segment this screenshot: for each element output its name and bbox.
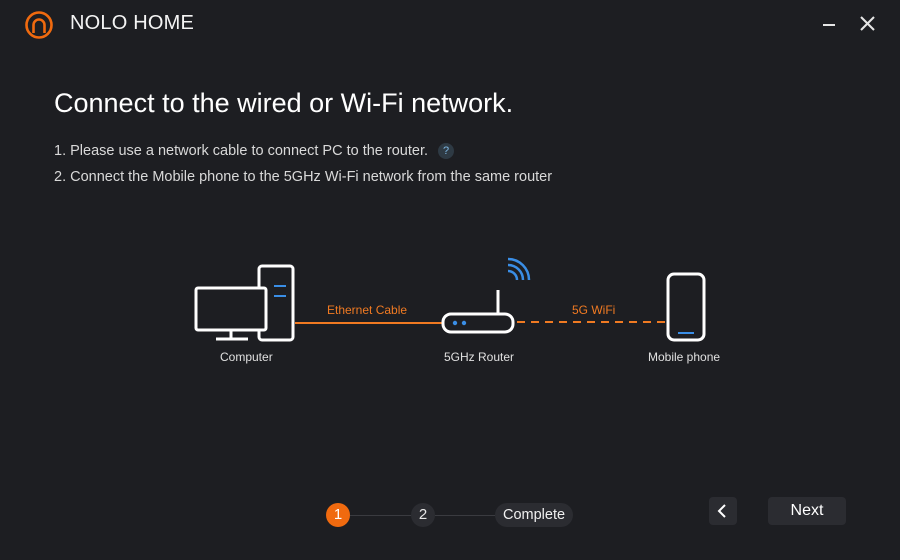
instruction-step-2: 2. Connect the Mobile phone to the 5GHz … xyxy=(54,169,552,185)
step-complete-indicator: Complete xyxy=(495,503,574,527)
wifi-label: 5G WiFi xyxy=(572,303,616,317)
computer-icon xyxy=(194,264,295,342)
phone-label: Mobile phone xyxy=(648,350,721,364)
network-diagram-graphic xyxy=(194,257,706,342)
ethernet-cable-label: Ethernet Cable xyxy=(327,303,408,317)
close-button[interactable] xyxy=(856,12,880,36)
nolo-logo-icon xyxy=(25,11,53,39)
stepper-connector xyxy=(435,515,495,516)
instruction-step-1-text: 1. Please use a network cable to connect… xyxy=(54,143,428,159)
router-icon xyxy=(441,257,531,334)
page-heading: Connect to the wired or Wi-Fi network. xyxy=(54,88,514,118)
instruction-step-1: 1. Please use a network cable to connect… xyxy=(54,143,454,159)
router-label: 5GHz Router xyxy=(444,350,515,364)
app-title: NOLO HOME xyxy=(70,12,195,34)
minimize-icon xyxy=(823,24,835,26)
mobile-phone-icon xyxy=(666,272,706,342)
instruction-step-2-text: 2. Connect the Mobile phone to the 5GHz … xyxy=(54,169,553,185)
step-2-indicator: 2 xyxy=(411,503,435,527)
computer-label: Computer xyxy=(220,350,273,364)
minimize-button[interactable] xyxy=(818,12,842,36)
network-diagram: Ethernet Cable 5G WiFi Computer 5GHz Rou… xyxy=(0,240,900,380)
back-button[interactable] xyxy=(709,497,737,525)
stepper-connector xyxy=(350,515,411,516)
next-button[interactable]: Next xyxy=(768,497,846,525)
step-1-indicator: 1 xyxy=(326,503,350,527)
progress-stepper: 1 2 Complete xyxy=(0,500,900,530)
title-bar: NOLO HOME xyxy=(0,0,900,48)
help-icon[interactable]: ? xyxy=(438,143,454,159)
close-icon xyxy=(860,16,875,31)
chevron-left-icon xyxy=(717,504,726,518)
